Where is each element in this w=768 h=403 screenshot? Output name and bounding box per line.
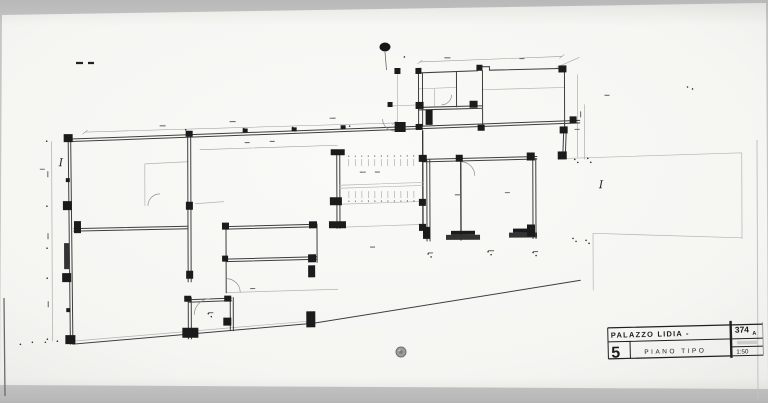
paper-right-edge bbox=[756, 139, 759, 401]
photo-artifacts bbox=[76, 42, 407, 358]
door-swing-arcs bbox=[147, 94, 476, 315]
paper-sheet bbox=[0, 3, 768, 389]
archive-suffix: A bbox=[752, 331, 756, 337]
title-block: PALAZZO LIDIA - 5 PIANO TIPO 374 A 1:50 bbox=[607, 320, 764, 362]
top-pin-dot-icon bbox=[379, 42, 391, 52]
project-name: PALAZZO LIDIA - bbox=[611, 329, 690, 340]
staircase bbox=[348, 155, 415, 202]
top-shadow bbox=[0, 0, 768, 26]
top-pin-stem bbox=[384, 51, 387, 71]
bottom-pin-dot-icon bbox=[395, 346, 407, 358]
dimension-lines bbox=[51, 54, 586, 342]
reference-dots bbox=[19, 56, 694, 346]
paper-left-edge bbox=[3, 297, 6, 397]
bottom-shadow bbox=[0, 377, 768, 403]
archive-number: 374 bbox=[735, 324, 750, 334]
scale-label: 1:50 bbox=[736, 348, 749, 355]
sheet-number: 5 bbox=[611, 345, 620, 362]
section-marker-left: I bbox=[58, 156, 64, 169]
drawing-title: PIANO TIPO bbox=[644, 347, 706, 356]
dimension-annotations bbox=[39, 57, 610, 314]
columns bbox=[62, 64, 577, 345]
section-marker-right: I bbox=[598, 178, 604, 191]
floor-plan: I I bbox=[19, 54, 743, 346]
